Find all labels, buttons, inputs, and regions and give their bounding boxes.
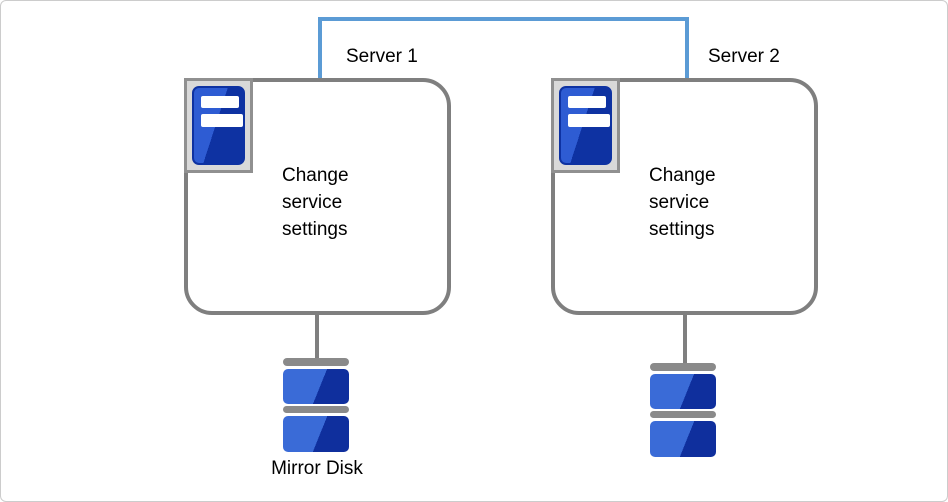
server-unit-shape bbox=[559, 86, 612, 165]
network-link-vertical-server1 bbox=[318, 17, 322, 78]
mirror-disk-label: Mirror Disk bbox=[271, 458, 363, 479]
server2-label: Server 2 bbox=[708, 46, 780, 67]
server-slot-shape bbox=[568, 96, 606, 108]
server2-box: Change service settings bbox=[551, 78, 818, 315]
disk-cap-shape bbox=[283, 406, 349, 413]
disk-platter-shape bbox=[283, 369, 349, 404]
server1-disk-connector bbox=[315, 311, 319, 359]
server-icon bbox=[551, 78, 620, 173]
disk-cap-shape bbox=[283, 358, 349, 366]
server1-action-text: Change service settings bbox=[282, 165, 349, 240]
disk-cap-shape bbox=[650, 411, 716, 418]
server-unit-shape bbox=[192, 86, 245, 165]
server-slot-shape bbox=[568, 114, 610, 127]
server-icon bbox=[184, 78, 253, 173]
disk-platter-shape bbox=[650, 374, 716, 409]
mirror-disk-icon-server2 bbox=[650, 363, 716, 457]
server-slot-shape bbox=[201, 96, 239, 108]
disk-platter-shape bbox=[283, 416, 349, 452]
server-slot-shape bbox=[201, 114, 243, 127]
disk-platter-shape bbox=[650, 421, 716, 457]
disk-cap-shape bbox=[650, 363, 716, 371]
network-link-horizontal bbox=[318, 17, 689, 21]
network-link-vertical-server2 bbox=[685, 17, 689, 78]
server1-box: Change service settings bbox=[184, 78, 451, 315]
server2-disk-connector bbox=[683, 311, 687, 364]
server1-label: Server 1 bbox=[346, 46, 418, 67]
server2-action-text: Change service settings bbox=[649, 165, 716, 240]
mirror-disk-icon-server1 bbox=[283, 358, 349, 452]
